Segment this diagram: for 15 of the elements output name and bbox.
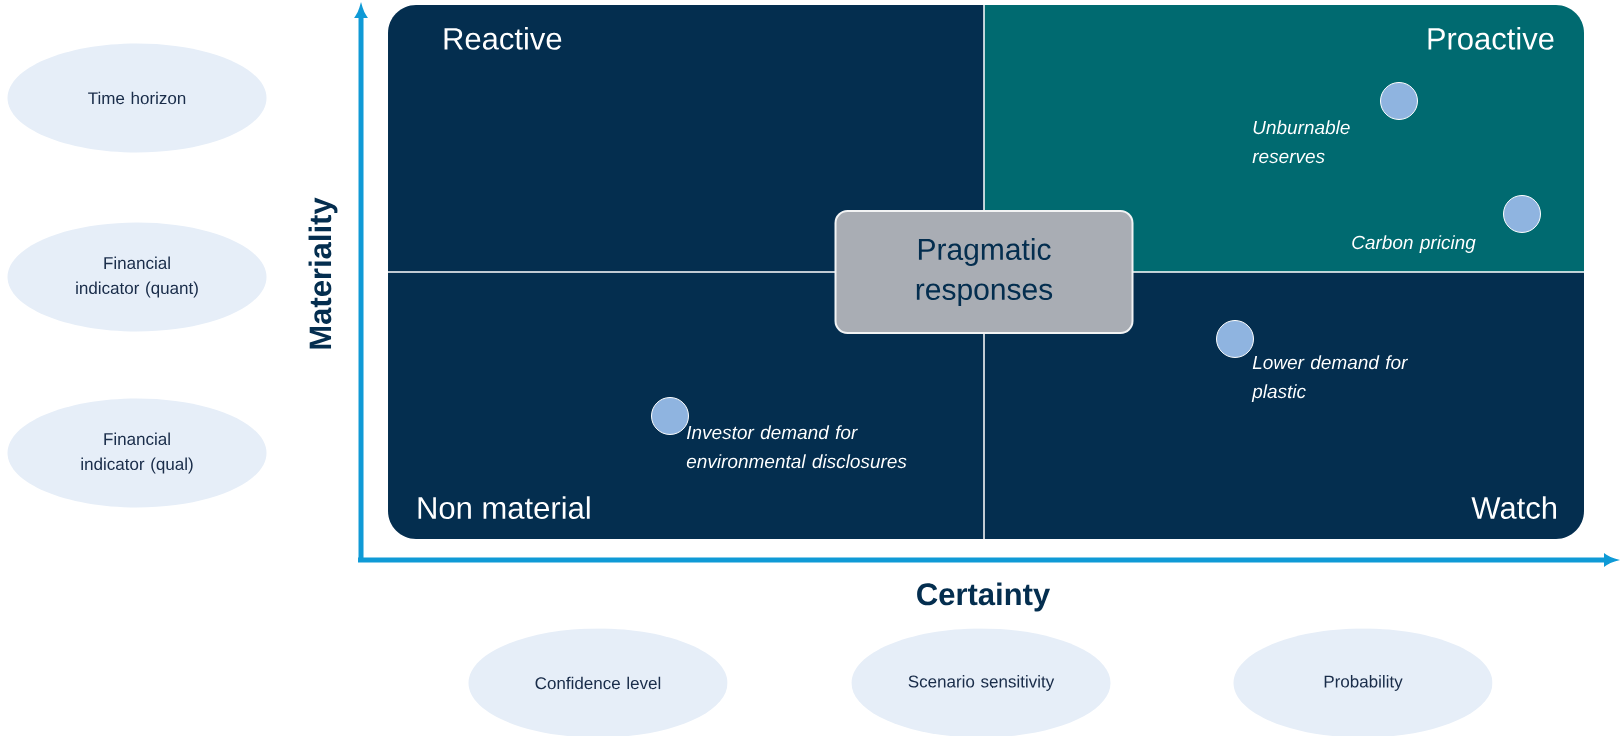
ellipse-label: Confidence level: [468, 628, 728, 736]
node-label: Watch: [1471, 496, 1556, 519]
response-box: Pragmatic responses: [834, 210, 1134, 334]
node-label: Reactive: [444, 26, 562, 50]
ellipse-label: Scenario sensitivity: [851, 628, 1111, 736]
dot-label: Unburnable reserves: [1252, 120, 1350, 164]
node-label: Non material: [418, 496, 590, 519]
axis-label: Materiality: [308, 197, 338, 349]
dot-label: Carbon pricing: [1352, 235, 1476, 253]
ellipse-label: Financial indicator (qual): [7, 398, 267, 508]
ellipse-label: Time horizon: [7, 43, 267, 153]
dot-label: Lower demand for plastic: [1251, 355, 1409, 402]
ellipse-label: Probability: [1233, 628, 1493, 736]
dot-label: Investor demand for environmental disclosures: [686, 425, 907, 469]
ellipse-label: Financial indicator (quant): [7, 222, 267, 332]
